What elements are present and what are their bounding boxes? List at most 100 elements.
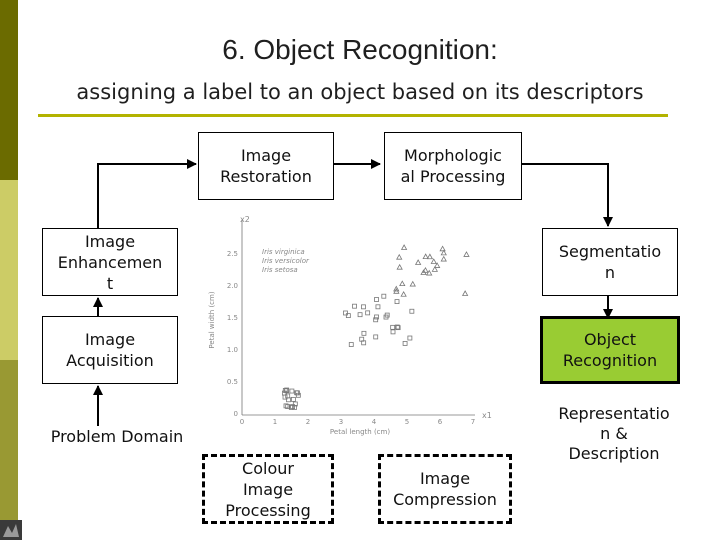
plot-x-tick: 5: [405, 418, 409, 426]
plot-legend: Iris virginica Iris versicolor Iris seto…: [262, 248, 310, 274]
plot-x-tick: 7: [471, 418, 475, 426]
plot-y-tick: 0.5: [227, 378, 238, 386]
image-acquisition-label: Image Acquisition: [66, 330, 154, 370]
plot-point: [361, 340, 367, 346]
plot-point: [420, 269, 427, 275]
plot-point: [348, 342, 354, 347]
image-compression-box: Image Compression: [378, 454, 512, 524]
background-scatter-plot: x2 x1 2.5 2.0 1.5 1.0 0.5 0 0 1 2 3 4 5 …: [208, 215, 492, 436]
sidebar-stripe-bottom: [0, 360, 18, 540]
corner-logo-icon: [0, 520, 22, 540]
plot-x-tick: 6: [438, 418, 443, 426]
plot-x-tick: 1: [273, 418, 277, 426]
segmentation-label: Segmentatio n: [558, 242, 662, 282]
plot-x-tick: 4: [372, 418, 377, 426]
image-enhancement-label: Image Enhancemen t: [57, 231, 163, 293]
plot-legend-entry: Iris virginica: [262, 248, 305, 256]
plot-point: [290, 404, 295, 410]
plot-y-tick: 0: [234, 410, 238, 418]
plot-point: [285, 393, 291, 399]
plot-x-label: Petal length (cm): [330, 428, 390, 436]
image-restoration-box: Image Restoration: [198, 132, 334, 200]
plot-point: [365, 310, 371, 316]
plot-point: [282, 394, 288, 400]
plot-point: [284, 387, 290, 393]
plot-point: [463, 251, 470, 257]
plot-point: [361, 304, 366, 310]
arrow-morphological-to-segmentation: [522, 163, 613, 227]
plot-point: [374, 297, 379, 302]
colour-image-processing-box: Colour Image Processing: [202, 454, 334, 524]
plot-point: [394, 324, 400, 330]
plot-point: [409, 308, 415, 314]
plot-point: [352, 303, 357, 309]
plot-point: [414, 259, 422, 265]
plot-y-tick: 1.5: [227, 314, 238, 322]
image-enhancement-box: Image Enhancemen t: [42, 228, 178, 296]
representation-description-label: Representatio n & Description: [544, 404, 684, 464]
morphological-processing-label: Morphologic al Processing: [400, 146, 506, 186]
plot-point: [407, 335, 413, 341]
plot-point: [357, 312, 363, 318]
arrow-enhancement-to-restoration: [97, 159, 197, 228]
plot-y-tick: 1.0: [227, 346, 238, 354]
plot-axes: [241, 220, 475, 416]
plot-x-tick: 3: [339, 418, 343, 426]
plot-y-ticks: 2.5 2.0 1.5 1.0 0.5 0: [227, 250, 238, 418]
plot-point: [393, 285, 400, 292]
plot-point: [373, 317, 379, 323]
plot-point: [393, 287, 400, 294]
plot-point: [290, 396, 296, 402]
slide-subtitle: assigning a label to an object based on …: [76, 80, 644, 104]
plot-y-label: Petal width (cm): [208, 291, 216, 348]
plot-y-tick: 2.0: [227, 282, 238, 290]
plot-x-tick: 0: [240, 418, 244, 426]
plot-point: [373, 334, 379, 340]
plot-point: [396, 253, 403, 260]
plot-legend-entry: Iris setosa: [262, 266, 298, 274]
object-recognition-label: Object Recognition: [562, 330, 658, 370]
plot-point: [409, 280, 416, 287]
plot-point: [399, 280, 406, 287]
problem-domain-label: Problem Domain: [50, 427, 184, 446]
plot-point: [285, 404, 291, 410]
plot-point: [361, 330, 367, 336]
plot-point: [433, 262, 441, 268]
plot-points: [281, 244, 470, 410]
plot-x-axis-name: x1: [482, 411, 492, 420]
plot-point: [374, 314, 379, 320]
object-recognition-box: Object Recognition: [540, 316, 680, 384]
plot-point: [400, 290, 407, 297]
plot-point: [461, 290, 469, 296]
plot-point: [400, 244, 408, 250]
plot-x-tick: 2: [306, 418, 310, 426]
plot-point: [343, 310, 348, 316]
plot-point: [289, 388, 295, 394]
plot-y-tick: 2.5: [227, 250, 238, 258]
plot-point: [383, 314, 389, 320]
plot-point: [396, 263, 403, 270]
plot-point: [294, 390, 300, 396]
plot-point: [440, 255, 447, 262]
image-acquisition-box: Image Acquisition: [42, 316, 178, 384]
plot-x-ticks: 0 1 2 3 4 5 6 7: [240, 418, 475, 426]
morphological-processing-box: Morphologic al Processing: [384, 132, 522, 200]
plot-point: [375, 304, 381, 310]
representation-description-text: Representatio n & Description: [558, 404, 670, 463]
plot-point: [440, 249, 447, 256]
segmentation-box: Segmentatio n: [542, 228, 678, 296]
plot-point: [431, 266, 439, 272]
image-compression-label: Image Compression: [393, 469, 497, 509]
plot-point: [394, 299, 400, 304]
plot-point: [439, 245, 446, 252]
plot-point: [390, 329, 396, 335]
plot-point: [430, 258, 437, 264]
sidebar-stripe-top: [0, 0, 18, 180]
plot-point: [426, 269, 433, 276]
plot-point: [395, 325, 401, 331]
plot-point: [426, 253, 434, 260]
plot-legend-entry: Iris versicolor: [262, 257, 310, 265]
plot-point: [345, 313, 351, 319]
image-restoration-label: Image Restoration: [220, 146, 312, 186]
